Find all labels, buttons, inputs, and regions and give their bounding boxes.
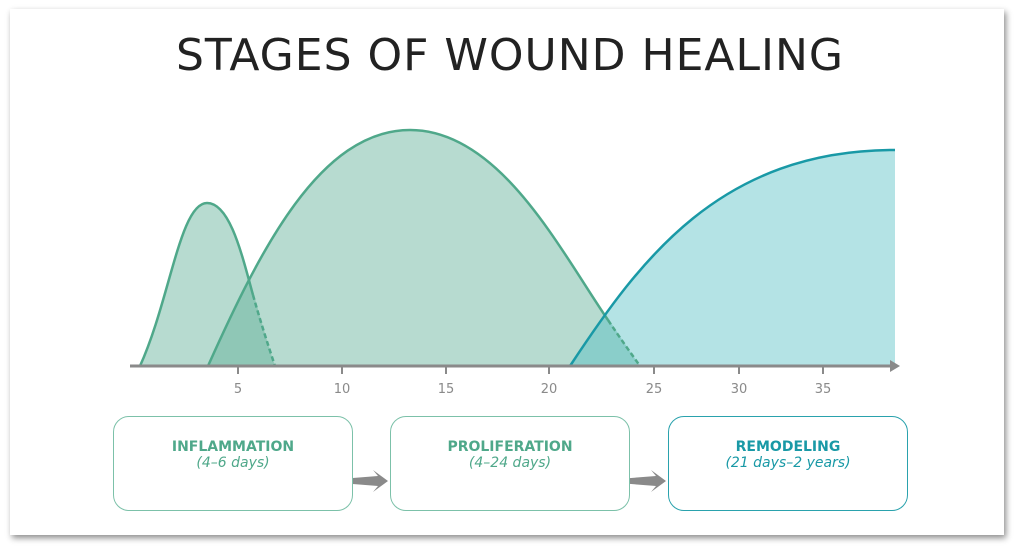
stage-name: REMODELING — [735, 439, 841, 455]
tick-label: 25 — [646, 382, 663, 397]
stage-name: INFLAMMATION — [171, 439, 295, 455]
stage-box-inflammation: INFLAMMATION (4–6 days) — [113, 416, 353, 511]
stage-duration: (4–6 days) — [196, 455, 270, 471]
tick-label: 30 — [731, 382, 748, 397]
inflammation-area — [140, 203, 275, 366]
arrow-icon-1 — [340, 470, 388, 492]
inflammation-curve — [138, 201, 255, 367]
remodeling-curve — [568, 148, 896, 367]
stage-box-remodeling: REMODELING (21 days–2 years) — [668, 416, 908, 511]
tick-label: 15 — [438, 382, 455, 397]
tick-label: 10 — [334, 382, 351, 397]
tick-label: 20 — [541, 382, 558, 397]
x-axis-arrow-icon — [890, 360, 900, 372]
proliferation-area — [208, 130, 640, 366]
tick-label: 5 — [234, 382, 242, 397]
page-title: STAGES OF WOUND HEALING — [175, 30, 845, 81]
stage-duration: (4–24 days) — [468, 455, 552, 471]
remodeling-area — [570, 150, 895, 366]
tick-label: 35 — [815, 382, 832, 397]
stage-box-proliferation: PROLIFERATION (4–24 days) — [390, 416, 630, 511]
arrow-icon-2 — [618, 470, 666, 492]
proliferation-curve-dashed — [606, 319, 642, 367]
inflammation-curve-dashed — [251, 294, 277, 367]
stage-name: PROLIFERATION — [447, 439, 573, 455]
proliferation-curve — [206, 128, 610, 367]
stage-duration: (21 days–2 years) — [725, 455, 851, 471]
